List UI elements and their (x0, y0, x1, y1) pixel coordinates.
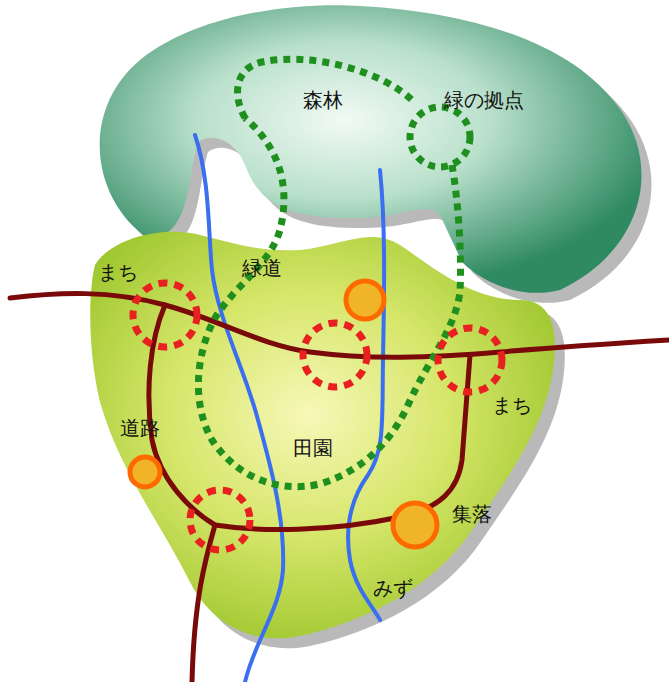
towns (133, 283, 502, 550)
river (195, 135, 283, 682)
rivers (195, 135, 384, 682)
village-dot (346, 281, 384, 319)
map-label: 集落 (452, 502, 492, 526)
farmland-region (90, 232, 555, 638)
town-circle (303, 323, 367, 387)
map-label: まち (98, 260, 138, 284)
map-label: まち (492, 393, 532, 417)
map-label: 田園 (293, 436, 333, 460)
villages (130, 281, 437, 547)
map-label: 道路 (120, 416, 160, 440)
village-dot (130, 457, 160, 487)
river (348, 170, 384, 620)
village-dot (393, 503, 437, 547)
town-circle (438, 328, 502, 392)
roads (10, 294, 669, 682)
town-circle (133, 283, 197, 347)
town-circle (190, 490, 250, 550)
map-label: 緑道 (242, 256, 282, 280)
road (10, 294, 669, 358)
map-label: みず (373, 576, 413, 600)
map-label: 森林 (303, 88, 343, 112)
green-way-loop (198, 59, 460, 486)
map-label: 緑の拠点 (444, 88, 524, 112)
green-hub (410, 107, 470, 167)
green-way (198, 59, 470, 486)
